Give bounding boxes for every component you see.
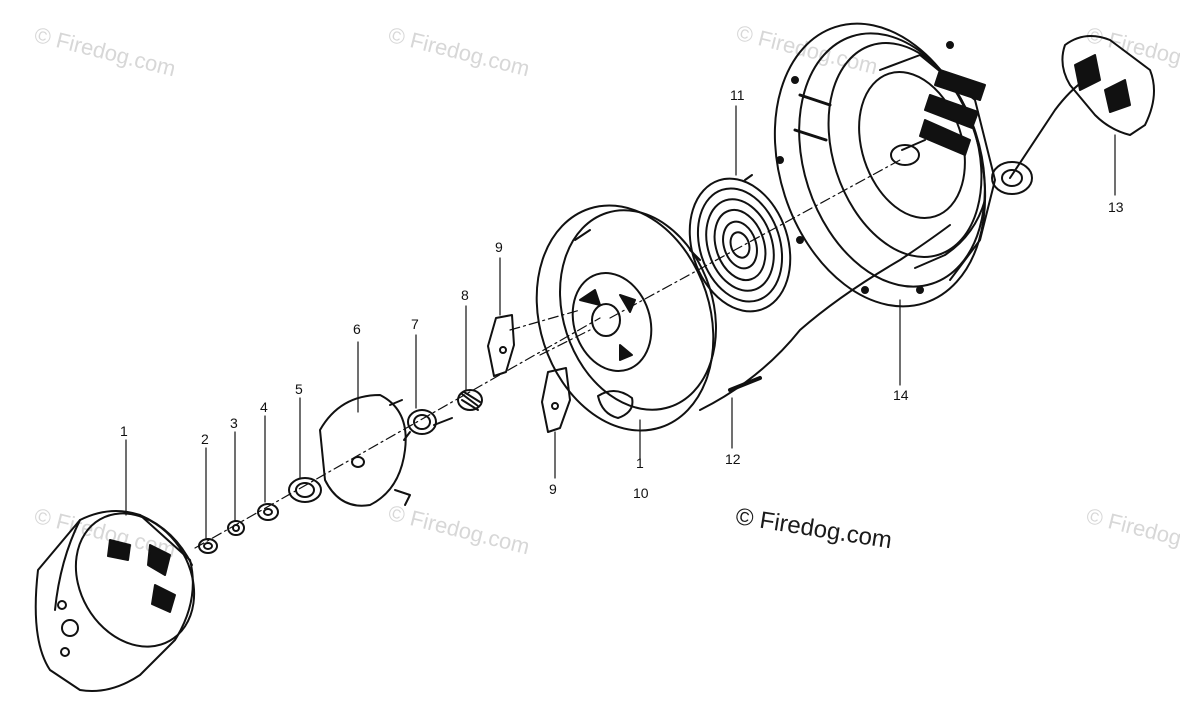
callout-10: 10	[633, 485, 649, 501]
starter-rope	[699, 79, 1086, 411]
callout-7: 7	[411, 316, 419, 332]
starter-housing	[773, 22, 1033, 308]
callout-8: 8	[461, 287, 469, 303]
bushing	[288, 477, 322, 503]
callout-9-upper: 9	[495, 239, 503, 255]
pawl-upper	[487, 314, 515, 377]
callout-5: 5	[295, 381, 303, 397]
callout-3: 3	[230, 415, 238, 431]
friction-plate	[319, 394, 411, 507]
callout-1-pulley: 1	[636, 455, 644, 471]
callout-9-lower: 9	[549, 481, 557, 497]
callout-12: 12	[725, 451, 741, 467]
pawl-lower	[541, 367, 571, 433]
callout-1: 1	[120, 423, 128, 439]
small-spring	[457, 389, 483, 411]
callout-6: 6	[353, 321, 361, 337]
spiral-spring	[688, 174, 792, 313]
spring-washer	[257, 503, 279, 521]
callout-14: 14	[893, 387, 909, 403]
return-spring	[403, 409, 453, 441]
starter-cup	[34, 510, 196, 692]
callout-2: 2	[201, 431, 209, 447]
assembly-lines	[194, 159, 901, 549]
starter-handle	[1061, 35, 1155, 136]
callout-11: 11	[730, 87, 745, 103]
leader-lines	[125, 105, 1116, 539]
callout-4: 4	[260, 399, 268, 415]
callout-13: 13	[1108, 199, 1124, 215]
rope-pulley	[535, 204, 717, 432]
